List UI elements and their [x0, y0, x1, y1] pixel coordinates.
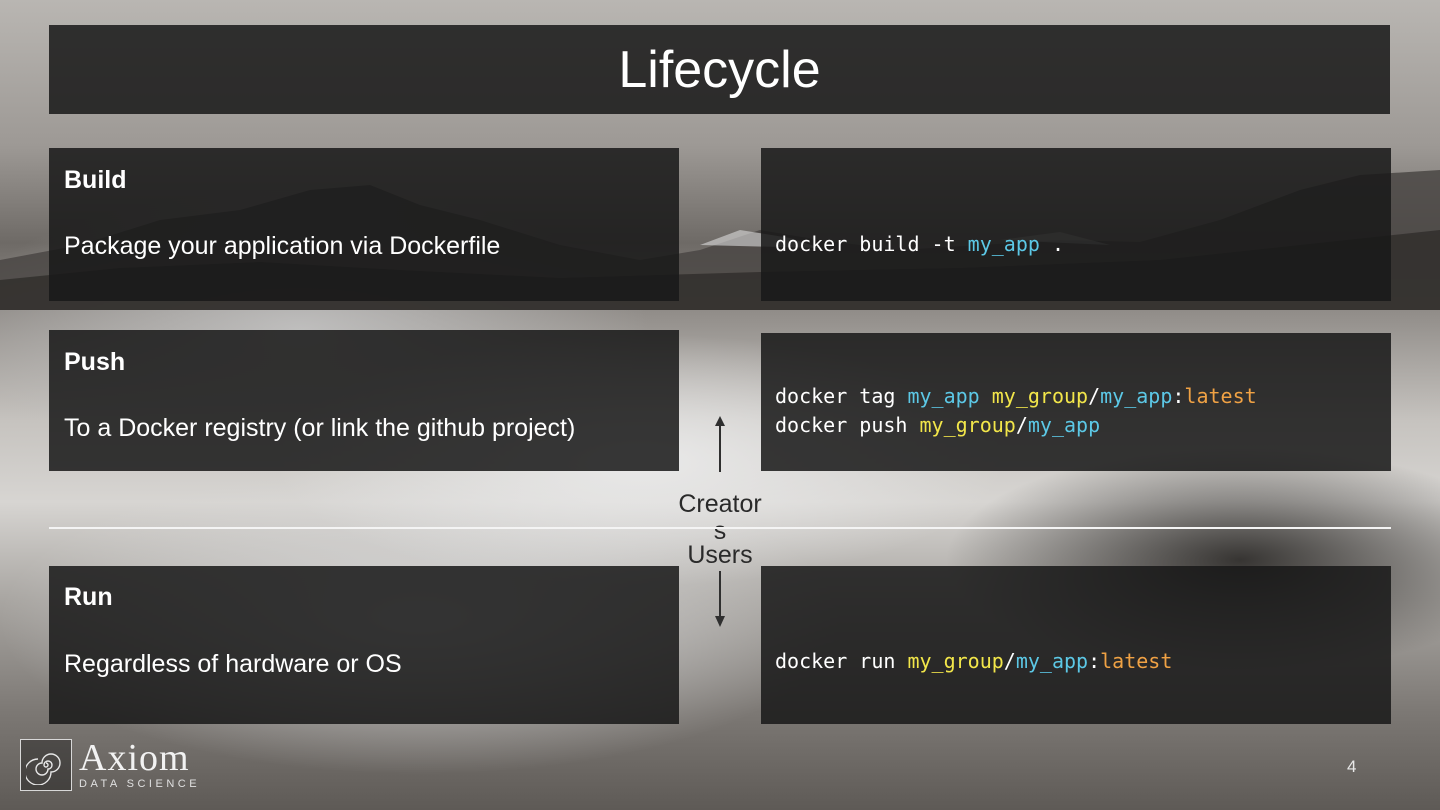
- arrow-down-icon: [712, 571, 728, 627]
- push-description: To a Docker registry (or link the github…: [64, 414, 575, 443]
- code-token: /: [1016, 413, 1028, 437]
- arrow-up-icon: [712, 416, 728, 472]
- code-token: docker push: [775, 413, 920, 437]
- push-title: Push: [64, 348, 125, 377]
- code-token: my_group: [907, 649, 1003, 673]
- nautilus-icon: [20, 739, 72, 791]
- users-label: Users: [668, 541, 772, 570]
- code-token: latest: [1100, 649, 1172, 673]
- code-token: my_app: [1028, 413, 1100, 437]
- push-code-block: docker tag my_app my_group/my_app:latest…: [775, 382, 1257, 440]
- run-code-block: docker run my_group/my_app:latest: [775, 647, 1172, 676]
- code-token: docker run: [775, 649, 907, 673]
- code-token: docker build -t: [775, 232, 968, 256]
- run-description: Regardless of hardware or OS: [64, 650, 402, 679]
- code-token: docker tag: [775, 384, 907, 408]
- code-line: docker push my_group/my_app: [775, 411, 1257, 440]
- code-token: :: [1172, 384, 1184, 408]
- slide-title: Lifecycle: [618, 40, 820, 100]
- code-token: my_app: [1100, 384, 1172, 408]
- build-title: Build: [64, 166, 127, 195]
- run-title: Run: [64, 583, 113, 612]
- role-divider: [49, 527, 1391, 529]
- code-token: my_group: [920, 413, 1016, 437]
- code-line: docker tag my_app my_group/my_app:latest: [775, 382, 1257, 411]
- code-token: latest: [1184, 384, 1256, 408]
- code-token: .: [1040, 232, 1064, 256]
- page-number: 4: [1347, 757, 1356, 777]
- logo-name: Axiom: [79, 740, 200, 776]
- creators-label-line1: Creator: [668, 491, 772, 518]
- code-token: :: [1088, 649, 1100, 673]
- code-token: /: [1088, 384, 1100, 408]
- build-code-card: docker build -t my_app .: [761, 148, 1391, 301]
- code-line: docker run my_group/my_app:latest: [775, 647, 1172, 676]
- logo-subtitle: DATA SCIENCE: [79, 778, 200, 790]
- code-token: my_group: [992, 384, 1088, 408]
- code-token: /: [1004, 649, 1016, 673]
- code-line: docker build -t my_app .: [775, 230, 1064, 259]
- code-token: my_app: [1016, 649, 1088, 673]
- push-card: Push To a Docker registry (or link the g…: [49, 330, 679, 471]
- build-code-block: docker build -t my_app .: [775, 230, 1064, 259]
- title-bar: Lifecycle: [49, 25, 1390, 114]
- build-description: Package your application via Dockerfile: [64, 232, 500, 261]
- build-card: Build Package your application via Docke…: [49, 148, 679, 301]
- code-token: my_app: [907, 384, 991, 408]
- code-token: my_app: [968, 232, 1040, 256]
- run-card: Run Regardless of hardware or OS: [49, 566, 679, 724]
- axiom-logo: Axiom DATA SCIENCE: [20, 739, 200, 791]
- creators-label: Creator s: [668, 491, 772, 545]
- push-code-card: docker tag my_app my_group/my_app:latest…: [761, 333, 1391, 471]
- run-code-card: docker run my_group/my_app:latest: [761, 566, 1391, 724]
